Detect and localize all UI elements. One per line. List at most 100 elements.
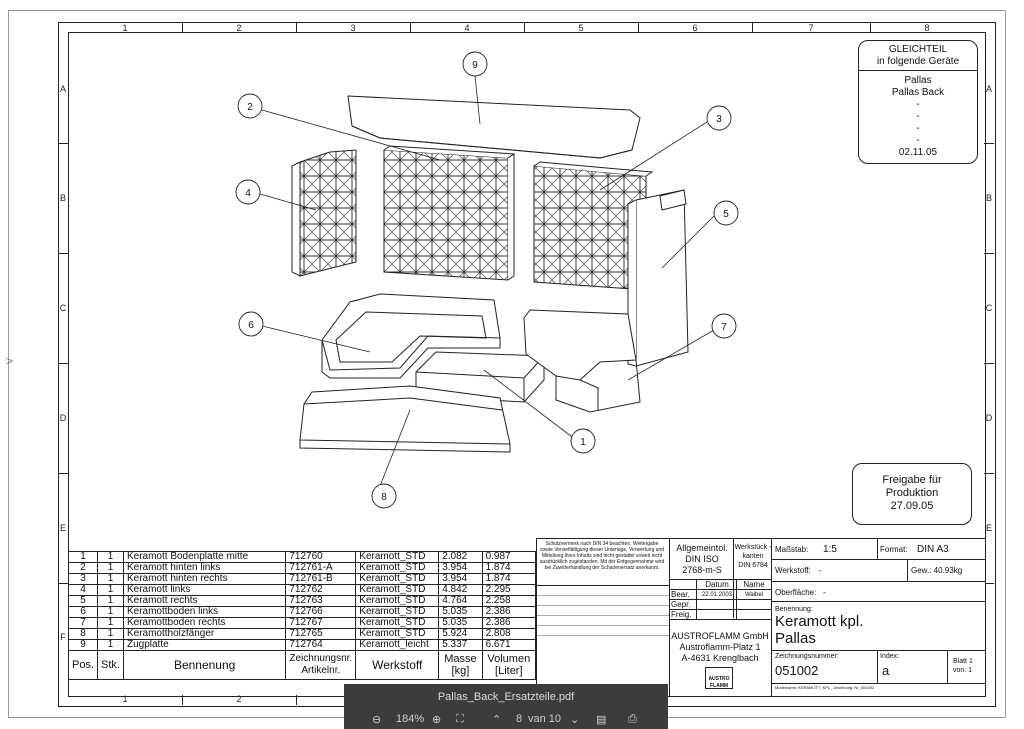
callout-label: 6 — [248, 320, 254, 331]
row-label: B — [59, 193, 66, 203]
gewicht-value: Gew.: 40.93kg — [911, 566, 963, 575]
freigabe-line1: Freigabe für — [882, 474, 942, 486]
next-page-icon[interactable]: ⌄ — [570, 714, 580, 726]
parts-table-cell: 1.874 — [481, 562, 537, 574]
column-label: 7 — [808, 23, 814, 33]
gleichteil-device: - — [916, 99, 920, 110]
iso-number: 2768-m-S — [682, 565, 722, 575]
parts-table-cell: 3 — [67, 573, 99, 585]
column-label: 3 — [350, 23, 356, 33]
company-address: AUSTROFLAMM GmbH Austroflamm-Platz 1 A-4… — [671, 631, 769, 664]
pdf-viewer-toolbar: Pallas_Back_Ersatzteile.pdf ⊖ 184% ⊕ ⛶ ⌃… — [344, 684, 668, 729]
parts-table-cell: 712760 — [285, 551, 357, 563]
parts-table-cell: 5.924 — [438, 628, 483, 640]
parts-table-cell: Keramottboden rechts — [122, 617, 287, 629]
massstab-value: 1:5 — [823, 544, 837, 555]
parts-table-cell: Keramott_STD — [355, 562, 440, 574]
datum-label: Datum — [705, 580, 729, 589]
parts-table-cell: Keramott rechts — [122, 595, 287, 607]
parts-table-cell: Keramott_STD — [355, 551, 440, 563]
parts-table-cell: 3.954 — [438, 573, 483, 585]
column-label: 6 — [692, 23, 698, 33]
parts-table-cell: 1 — [97, 595, 124, 607]
parts-table-cell: 1 — [97, 562, 124, 574]
parts-table-cell: 6 — [67, 606, 99, 618]
parts-table-cell: 3.954 — [438, 562, 483, 574]
header-werkstoff: Werkstoff — [355, 650, 440, 680]
header-volumen: Volumen [Liter] — [481, 650, 537, 680]
row-label: A — [59, 84, 66, 94]
row-label: D — [985, 413, 993, 423]
column-label: 8 — [924, 23, 930, 33]
gleichteil-device: Pallas — [904, 75, 932, 86]
gleichteil-device: - — [916, 111, 920, 122]
werkstoff-label: Werkstoff: — [775, 566, 811, 575]
gleichteil-date: 02.11.05 — [898, 147, 938, 158]
current-page[interactable]: 8 — [516, 713, 523, 725]
gleichteil-box: GLEICHTEIL in folgende Geräte Pallas Pal… — [858, 40, 978, 164]
parts-table-cell: 6.671 — [481, 639, 537, 651]
previous-page-icon[interactable]: ⌃ — [492, 714, 502, 726]
parts-table-cell: 5.337 — [438, 639, 483, 651]
callout-label: 9 — [472, 60, 478, 71]
massstab-label: Maßstab: — [775, 545, 809, 554]
callout-label: 4 — [245, 188, 251, 199]
parts-table-cell: 1 — [67, 551, 99, 563]
row-label: B — [985, 193, 992, 203]
parts-table-cell: 2.386 — [481, 617, 537, 629]
schutzvermerk: Schutzvermerk nach DIN 34 beachten. Weit… — [539, 541, 665, 571]
column-label: 5 — [578, 23, 584, 33]
parts-table-cell: 4.842 — [438, 584, 483, 596]
gleichteil-device: Pallas Back — [891, 87, 945, 98]
zoom-out-icon[interactable]: ⊖ — [372, 714, 382, 726]
parts-table-cell: 2.386 — [481, 606, 537, 618]
gleichteil-subtitle: in folgende Geräte — [859, 56, 977, 71]
parts-table-cell: Keramott_STD — [355, 617, 440, 629]
row-label: E — [59, 523, 66, 533]
row-label: D — [59, 413, 67, 423]
parts-table-cell: 712761-A — [285, 562, 357, 574]
parts-table-cell: Keramottholzfänger — [122, 628, 287, 640]
page-view-icon[interactable]: ▤ — [596, 714, 607, 726]
freigabe-line2: Produktion — [885, 487, 939, 499]
row-label: F — [60, 632, 66, 642]
oberflaeche-label: Oberfläche: — [775, 588, 817, 597]
parts-table-cell: 1 — [97, 573, 124, 585]
print-icon[interactable]: ⎙ — [628, 713, 637, 725]
parts-table-cell: 2.295 — [481, 584, 537, 596]
header-pos: Pos. — [67, 650, 99, 680]
callout-label: 2 — [247, 102, 253, 113]
parts-table-cell: 1 — [97, 617, 124, 629]
column-label: 4 — [464, 23, 470, 33]
parts-table-cell: 1 — [97, 606, 124, 618]
werkstueckkanten: Werkstück -kanten DIN 6784 — [734, 543, 772, 570]
parts-table-cell: 2.258 — [481, 595, 537, 607]
parts-table-cell: 1 — [97, 551, 124, 563]
parts-table-cell: 4 — [67, 584, 99, 596]
din-iso-label: DIN ISO — [685, 554, 719, 564]
bear-name: Waibel — [744, 592, 764, 598]
column-label: 2 — [236, 23, 242, 33]
parts-table-cell: Zugplatte — [122, 639, 287, 651]
gleichteil-device: - — [916, 123, 920, 134]
format-value: DIN A3 — [917, 544, 949, 555]
freig-label: Freig. — [671, 610, 692, 619]
index-value: a — [882, 663, 890, 678]
bear-label: Bear. — [671, 590, 690, 599]
callout-label: 7 — [721, 322, 727, 333]
format-label: Format: — [880, 545, 908, 554]
zeichnungsnr-label: Zeichnungsnummer: — [775, 653, 839, 660]
index-label: Index: — [880, 653, 900, 660]
fit-page-icon[interactable]: ⛶ — [456, 713, 464, 725]
company-city: A-4631 Krenglbach — [681, 653, 759, 663]
zoom-in-icon[interactable]: ⊕ — [432, 714, 442, 726]
gepr-label: Gepr. — [671, 600, 691, 609]
parts-table-cell: 2.808 — [481, 628, 537, 640]
